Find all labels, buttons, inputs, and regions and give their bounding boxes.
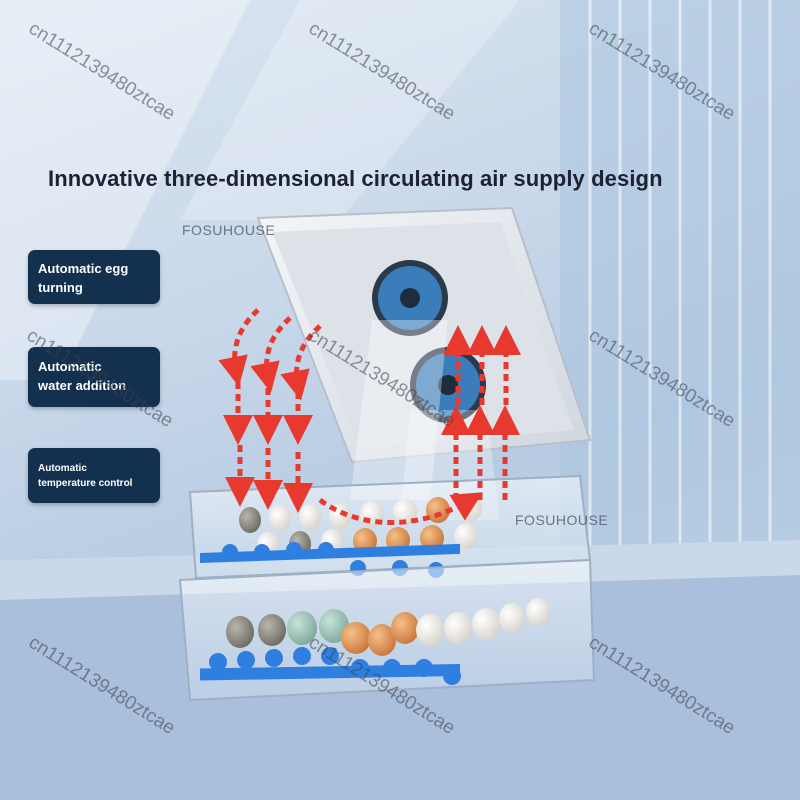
feature-label: Automatic egg xyxy=(38,261,129,276)
feature-badge-temperature-control: Automatic temperature control xyxy=(28,448,160,503)
feature-label: water addition xyxy=(38,378,127,393)
brand-label: FOSUHOUSE xyxy=(515,512,609,528)
feature-badge-water-addition: Automatic water addition xyxy=(28,347,160,407)
headline: Innovative three-dimensional circulating… xyxy=(48,166,663,191)
feature-label: Automatic xyxy=(38,463,87,474)
lower-tray xyxy=(178,558,596,702)
feature-label: temperature control xyxy=(38,478,133,489)
incubator-lid xyxy=(256,206,592,520)
brand-label: FOSUHOUSE xyxy=(182,222,276,238)
feature-badge-egg-turning: Automatic egg turning xyxy=(28,250,160,304)
feature-label: turning xyxy=(38,280,83,295)
feature-label: Automatic xyxy=(38,359,102,374)
airflow-arrows xyxy=(218,308,521,525)
